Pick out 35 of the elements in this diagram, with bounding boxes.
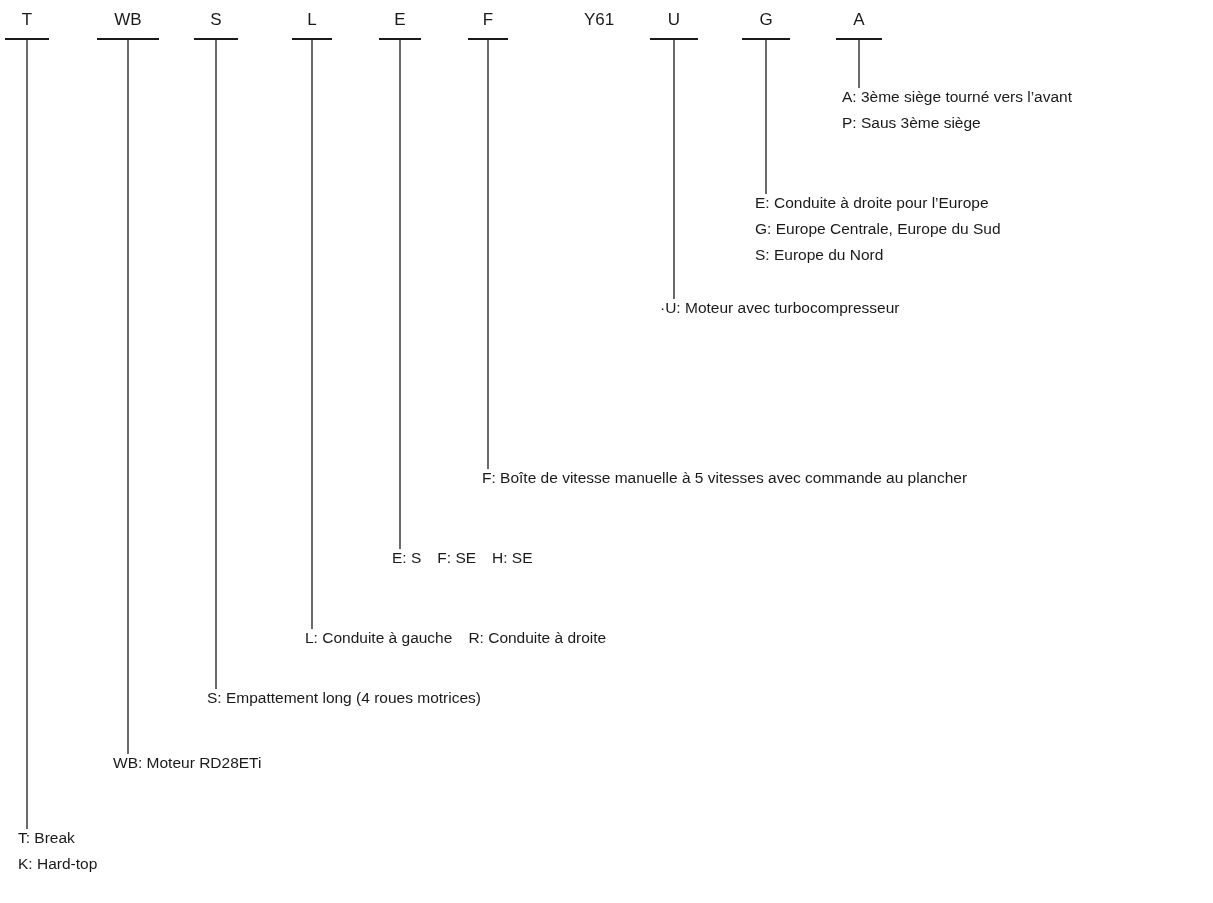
- description-text: T: Break: [18, 828, 76, 848]
- leader-line: [26, 39, 28, 830]
- description-text: H: SE: [492, 549, 533, 566]
- leader-line: [673, 39, 675, 300]
- description-text: S: Empattement long (4 roues motrices): [207, 688, 481, 708]
- leader-line: [399, 39, 401, 550]
- code-letter-bar: T: [5, 0, 49, 40]
- leader-line: [765, 39, 767, 195]
- leader-line: [487, 39, 489, 470]
- description-text: K: Hard-top: [18, 854, 98, 874]
- leader-line: [311, 39, 313, 630]
- description-text: S: Europe du Nord: [755, 245, 885, 265]
- code-letter-bar: E: [379, 0, 421, 40]
- description-text: ·U: Moteur avec turbocompresseur: [660, 298, 900, 318]
- description-text: F: Boîte de vitesse manuelle à 5 vitesses avec commande au plancher: [482, 468, 968, 488]
- code-letter-bar: F: [468, 0, 508, 40]
- description-text: E: S: [392, 549, 422, 566]
- code-letter-bar: A: [836, 0, 882, 40]
- leader-line: [215, 39, 217, 690]
- leader-line: [127, 39, 129, 755]
- code-letter-bar: S: [194, 0, 238, 40]
- code-letter-bar: U: [650, 0, 698, 40]
- description-text: P: Saus 3ème siège: [842, 113, 982, 133]
- description-text: E: Conduite à droite pour l’Europe: [755, 193, 990, 213]
- description-text: G: Europe Centrale, Europe du Sud: [755, 219, 1001, 239]
- description-text: WB: Moteur RD28ETi: [113, 753, 262, 773]
- code-letter-bar: L: [292, 0, 332, 40]
- description-text: R: Conduite à droite: [468, 629, 607, 646]
- description-text: A: 3ème siège tourné vers l’avant: [842, 87, 1073, 107]
- code-letter-bar: G: [742, 0, 790, 40]
- model-code: Y61: [584, 10, 615, 30]
- code-letter-bar: WB: [97, 0, 159, 40]
- description-text: L: Conduite à gauche: [305, 629, 453, 646]
- leader-line: [858, 39, 860, 89]
- description-text: F: SE: [437, 549, 477, 566]
